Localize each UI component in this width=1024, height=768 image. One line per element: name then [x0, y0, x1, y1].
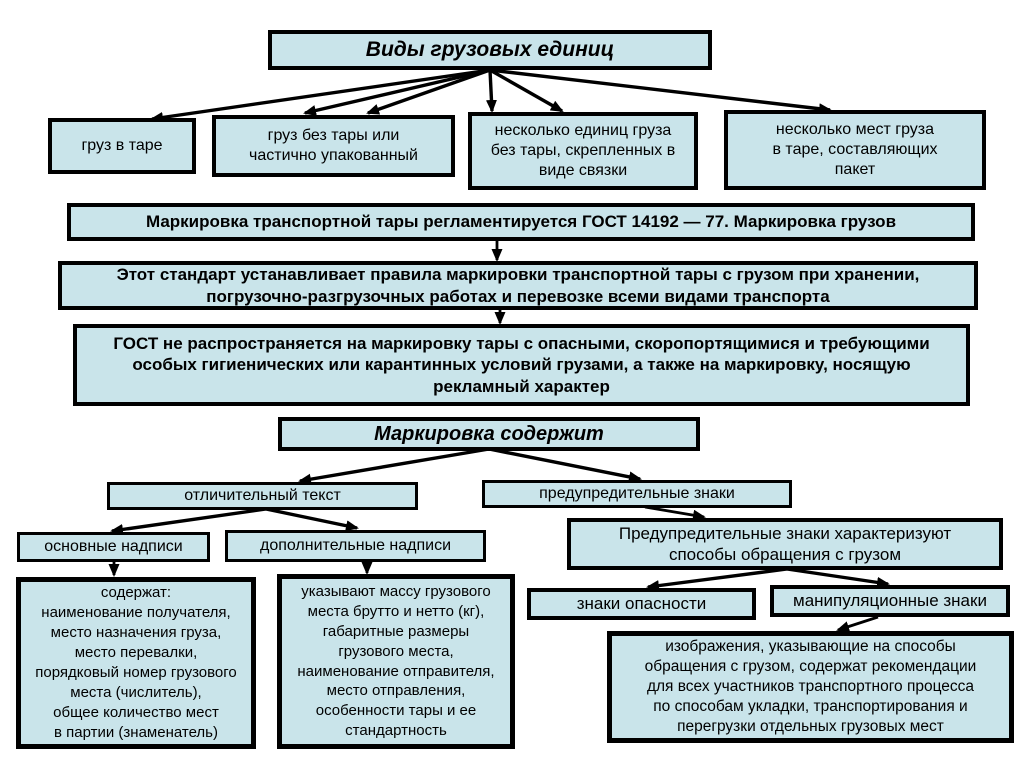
arrow-handling-to-detail — [836, 615, 879, 632]
arrow-title-to-cargo-3b — [489, 68, 564, 113]
gost-note-bar-1: Маркировка транспортной тары регламентир… — [67, 203, 975, 241]
warning-signs-description-box: Предупредительные знаки характеризуют сп… — [567, 518, 1003, 570]
arrow-title-to-cargo-2b — [366, 68, 491, 115]
danger-signs-box: знаки опасности — [527, 588, 756, 620]
additional-inscriptions-detail-box: указывают массу грузового места брутто и… — [277, 574, 515, 749]
cargo-type-box-3: несколько единиц груза без тары, скрепле… — [468, 112, 698, 190]
arrow-title-to-cargo-1 — [150, 68, 491, 123]
cargo-type-box-2: груз без тары или частично упакованный — [212, 115, 455, 177]
arrow-description-to-danger — [646, 567, 788, 592]
handling-signs-box: манипуляционные знаки — [770, 585, 1010, 617]
marking-title-box: Маркировка содержит — [278, 417, 700, 451]
arrow-description-to-handling — [786, 567, 890, 588]
arrow-title-to-cargo-4 — [489, 68, 832, 115]
arrow-distinctive-to-additional — [265, 507, 359, 532]
gost-note-bar-2: Этот стандарт устанавливает правила марк… — [58, 261, 978, 310]
arrow-warning-to-description — [644, 505, 706, 521]
handling-signs-detail-box: изображения, указывающие на способы обра… — [607, 631, 1014, 743]
arrow-marking-to-warning — [488, 447, 642, 483]
cargo-type-box-4: несколько мест груза в таре, составляющи… — [724, 110, 986, 190]
arrow-title-to-cargo-3a — [485, 69, 497, 113]
arrow-distinctive-to-main — [110, 507, 267, 535]
main-inscriptions-box: основные надписи — [17, 532, 210, 562]
main-inscriptions-detail-box: содержат: наименование получателя, место… — [16, 577, 256, 749]
warning-signs-box: предупредительные знаки — [482, 480, 792, 508]
cargo-type-box-1: груз в таре — [48, 118, 196, 174]
distinctive-text-box: отличительный текст — [107, 482, 418, 510]
arrow-title-to-cargo-2a — [303, 68, 491, 116]
gost-note-bar-3: ГОСТ не распространяется на маркировку т… — [73, 324, 970, 406]
title-box: Виды грузовых единиц — [268, 30, 712, 70]
arrow-marking-to-distinctive — [298, 447, 490, 485]
additional-inscriptions-box: дополнительные надписи — [225, 530, 486, 562]
